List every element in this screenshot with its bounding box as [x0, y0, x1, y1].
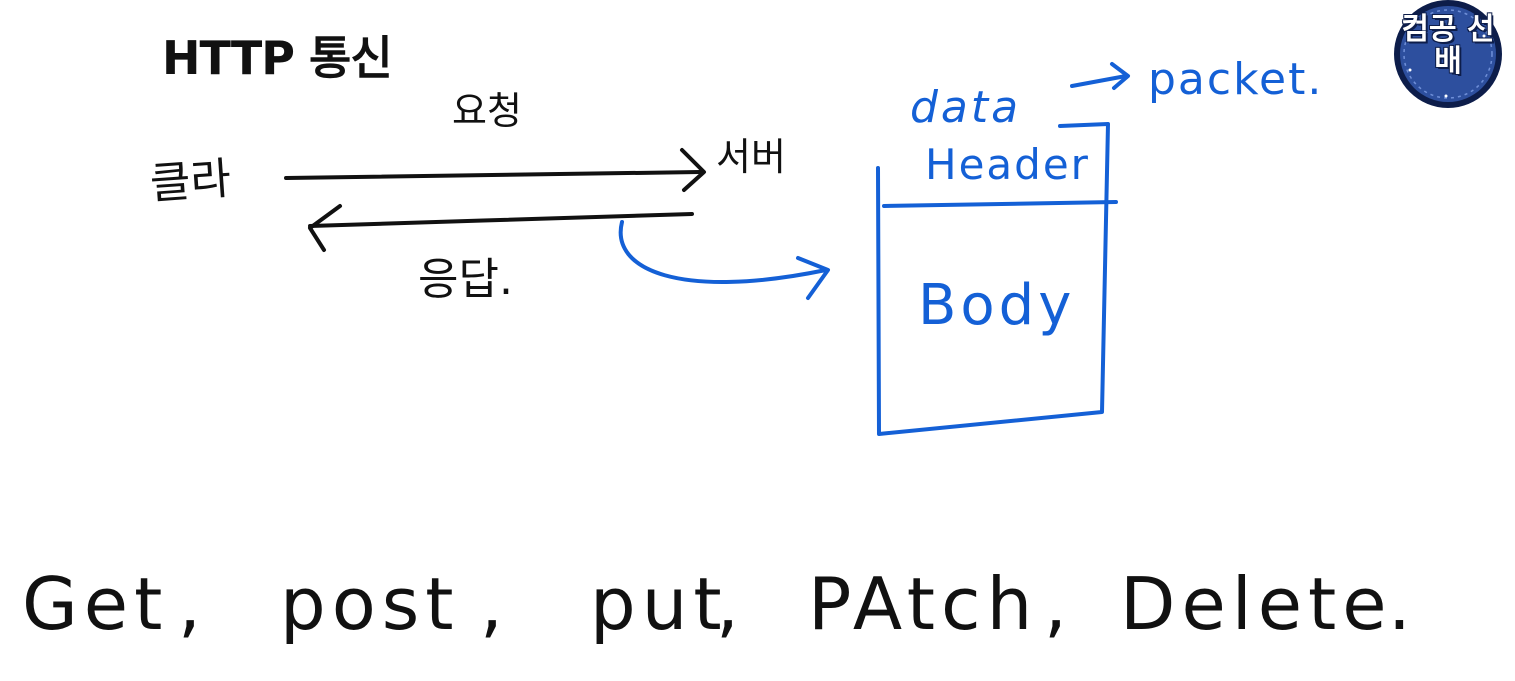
request-arrow — [284, 170, 702, 180]
response-arrow — [308, 212, 694, 228]
data-label: data — [910, 82, 1022, 133]
pointer-arrowhead — [796, 256, 830, 300]
header-label: Header — [925, 140, 1090, 189]
http-methods-row: Get , post , put , PAtch , Delete . — [22, 568, 1502, 668]
method-separator: , — [716, 562, 739, 646]
packet-arrow — [1070, 74, 1128, 88]
channel-logo-text: 컴공 선배 — [1401, 12, 1495, 79]
client-label: 클라 — [148, 153, 233, 210]
request-arrowhead — [680, 148, 706, 192]
method-separator: . — [1388, 562, 1411, 646]
body-label: Body — [918, 273, 1076, 338]
header-divider — [882, 200, 1118, 208]
method-get: Get — [22, 562, 169, 646]
method-post: post — [280, 562, 460, 646]
server-label: 서버 — [716, 135, 786, 179]
response-arrowhead — [308, 204, 342, 252]
method-delete: Delete — [1120, 562, 1393, 646]
packet-label: packet. — [1148, 54, 1324, 105]
packet-arrowhead — [1110, 62, 1130, 90]
response-label: 응답. — [418, 254, 513, 305]
channel-logo — [1394, 0, 1502, 108]
method-put: put — [590, 562, 728, 646]
method-separator: , — [480, 562, 503, 646]
pointer-curve — [618, 220, 828, 284]
page-title: HTTP 통신 — [162, 31, 393, 85]
method-patch: PAtch — [808, 562, 1039, 646]
packet-box-outline — [876, 122, 1110, 436]
request-label: 요청 — [452, 89, 522, 133]
method-separator: , — [1044, 562, 1067, 646]
method-separator: , — [178, 562, 201, 646]
